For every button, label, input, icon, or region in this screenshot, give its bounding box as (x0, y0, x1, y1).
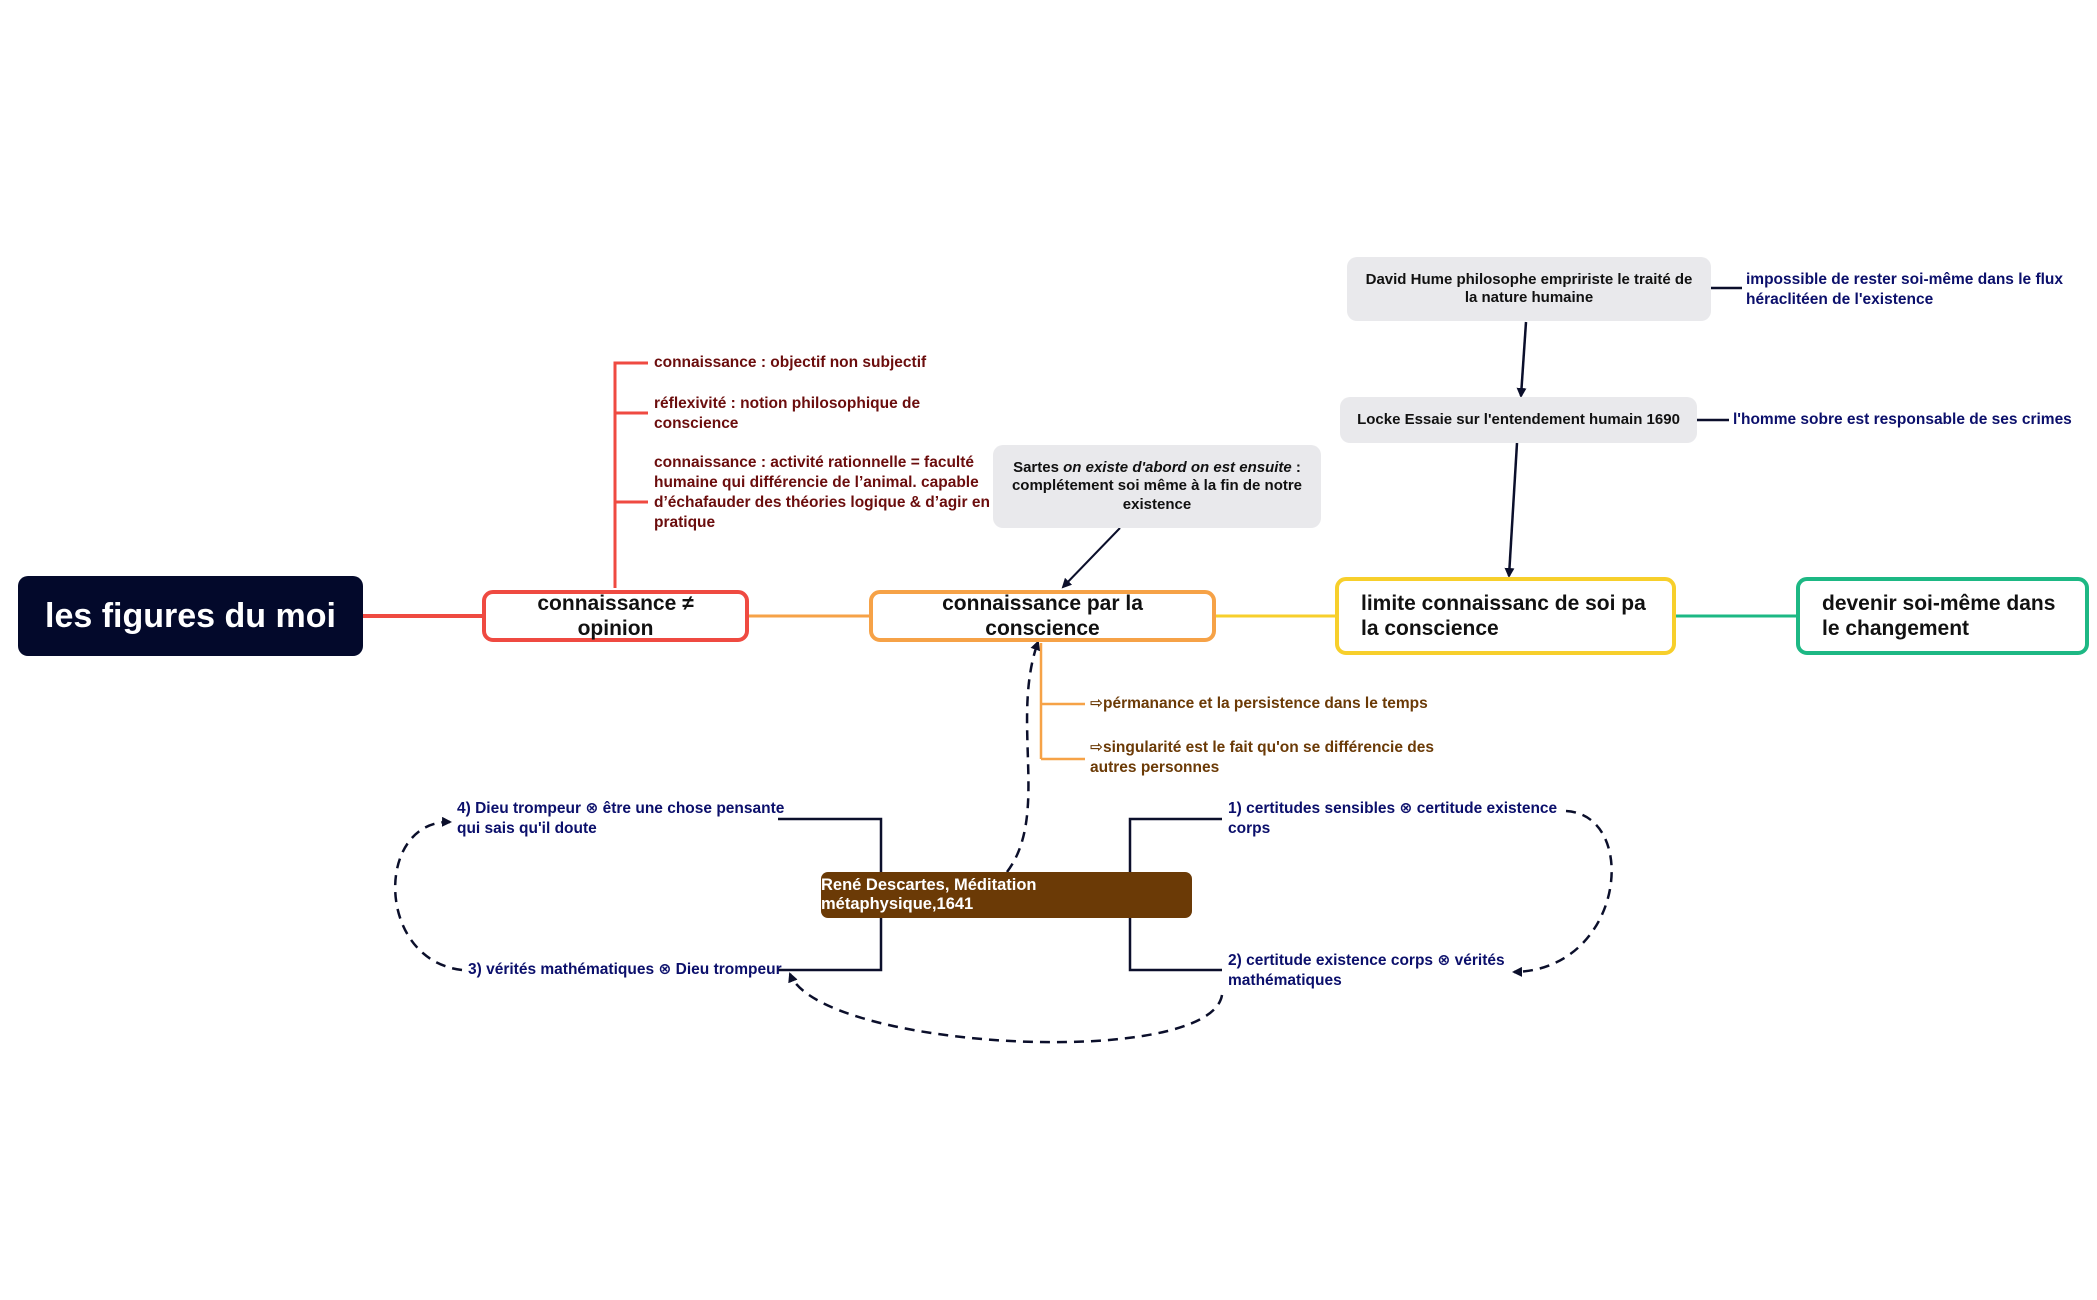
arrow-locke-limite (1504, 442, 1519, 578)
sartre-callout[interactable]: Sartes on existe d'abord on est ensuite … (993, 445, 1321, 528)
descartes-step-2[interactable]: 2) certitude existence corps ⊗ vérités m… (1228, 952, 1505, 990)
opinion-note-reflexivite[interactable]: réflexivité : notion philosophique de co… (654, 395, 921, 433)
connector-descartes-left (778, 817, 883, 972)
loop-step3-step4 (394, 816, 463, 972)
root-topic[interactable]: les figures du moi (18, 576, 363, 656)
branch-devenir-soi-meme[interactable]: devenir soi-même dans le changement (1796, 577, 2089, 655)
sartre-callout-text: Sartes on existe d'abord on est ensuite … (1011, 459, 1303, 513)
conscience-note-permanence[interactable]: ⇨pérmanance et la persistence dans le te… (1090, 695, 1428, 712)
locke-callout[interactable]: Locke Essaie sur l'entendement humain 16… (1340, 397, 1697, 443)
conscience-note-singularite[interactable]: ⇨singularité est le fait qu'on se différ… (1090, 739, 1434, 777)
hume-callout[interactable]: David Hume philosophe empririste le trai… (1347, 257, 1711, 321)
connector-descartes-right (1128, 817, 1222, 972)
loop-step1-step2 (1512, 809, 1613, 977)
branch-limite-connaissance[interactable]: limite connaissanc de soi pa la conscien… (1335, 577, 1676, 655)
hume-note[interactable]: impossible de rester soi-même dans le fl… (1746, 271, 2064, 309)
loop-step2-step3 (788, 972, 1224, 1044)
connector-opinion-notes (613, 361, 648, 588)
descartes-step-4[interactable]: 4) Dieu trompeur ⊗ être une chose pensan… (457, 800, 785, 838)
descartes-step-3[interactable]: 3) vérités mathématiques ⊗ Dieu trompeur (468, 961, 782, 978)
locke-note[interactable]: l'homme sobre est responsable de ses cri… (1733, 411, 2072, 428)
branch-connaissance-conscience[interactable]: connaissance par la conscience (869, 590, 1216, 642)
loop-descartes-conscience (1006, 640, 1041, 873)
arrow-sartre (1061, 527, 1121, 589)
descartes-step-1[interactable]: 1) certitudes sensibles ⊗ certitude exis… (1228, 800, 1558, 838)
opinion-note-activite-rationnelle[interactable]: connaissance : activité rationnelle = fa… (654, 454, 990, 532)
arrow-hume-locke (1516, 321, 1528, 398)
opinion-note-objectif[interactable]: connaissance : objectif non subjectif (654, 354, 927, 371)
descartes-topic[interactable]: René Descartes, Méditation métaphysique,… (821, 872, 1192, 918)
branch-connaissance-opinion[interactable]: connaissance ≠ opinion (482, 590, 749, 642)
connector-conscience-notes (1039, 643, 1085, 761)
